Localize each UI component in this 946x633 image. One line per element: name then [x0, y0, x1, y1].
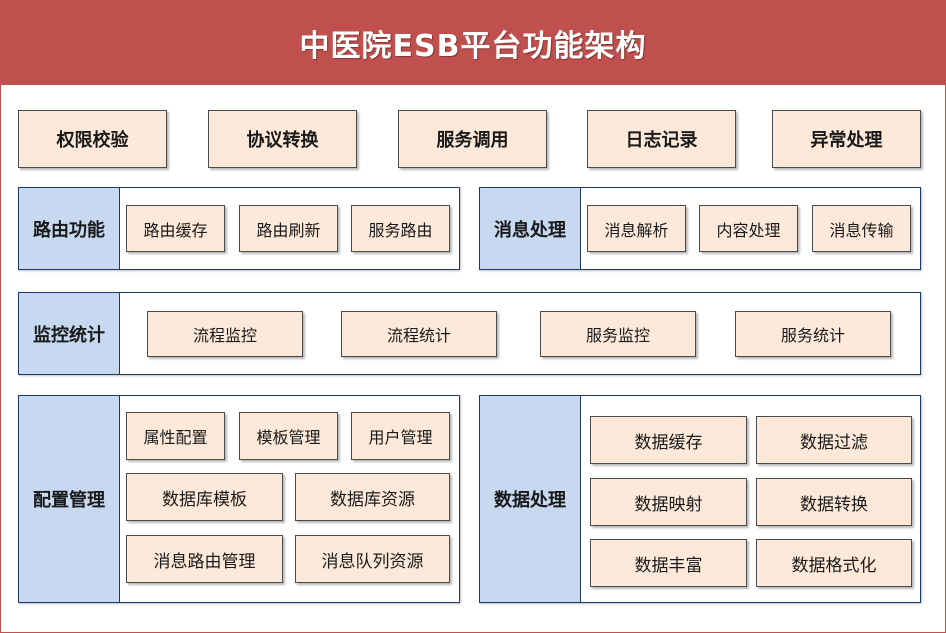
- node-top-5: 异常处理: [772, 110, 921, 168]
- node-config-4: 数据库模板: [126, 473, 283, 521]
- node-top-3: 服务调用: [398, 110, 547, 168]
- node-data-2: 数据过滤: [756, 416, 912, 464]
- node-config-1: 属性配置: [126, 412, 225, 460]
- node-config-3: 用户管理: [351, 412, 450, 460]
- group-data-label: 数据处理: [480, 396, 581, 602]
- group-message-label: 消息处理: [480, 188, 581, 269]
- node-data-6: 数据格式化: [756, 539, 912, 587]
- node-config-5: 数据库资源: [295, 473, 450, 521]
- node-monitor-3: 服务监控: [540, 311, 696, 357]
- diagram-title: 中医院ESB平台功能架构: [299, 29, 647, 64]
- title-banner: 中医院ESB平台功能架构: [1, 1, 945, 85]
- node-config-6: 消息路由管理: [126, 535, 283, 583]
- node-message-2: 内容处理: [699, 205, 798, 252]
- node-top-1: 权限校验: [18, 110, 167, 168]
- node-data-1: 数据缓存: [590, 416, 747, 464]
- node-routing-3: 服务路由: [351, 205, 450, 252]
- node-monitor-4: 服务统计: [735, 311, 891, 357]
- node-data-3: 数据映射: [590, 478, 747, 526]
- node-data-5: 数据丰富: [590, 539, 747, 587]
- group-monitor-label: 监控统计: [19, 293, 120, 374]
- group-config-label: 配置管理: [19, 396, 120, 602]
- node-message-1: 消息解析: [587, 205, 686, 252]
- node-routing-2: 路由刷新: [239, 205, 338, 252]
- node-config-7: 消息队列资源: [295, 535, 450, 583]
- node-monitor-2: 流程统计: [341, 311, 497, 357]
- node-top-2: 协议转换: [208, 110, 357, 168]
- node-data-4: 数据转换: [756, 478, 912, 526]
- node-routing-1: 路由缓存: [126, 205, 225, 252]
- group-routing-label: 路由功能: [19, 188, 120, 269]
- node-message-3: 消息传输: [812, 205, 911, 252]
- node-config-2: 模板管理: [239, 412, 338, 460]
- node-top-4: 日志记录: [587, 110, 736, 168]
- node-monitor-1: 流程监控: [147, 311, 303, 357]
